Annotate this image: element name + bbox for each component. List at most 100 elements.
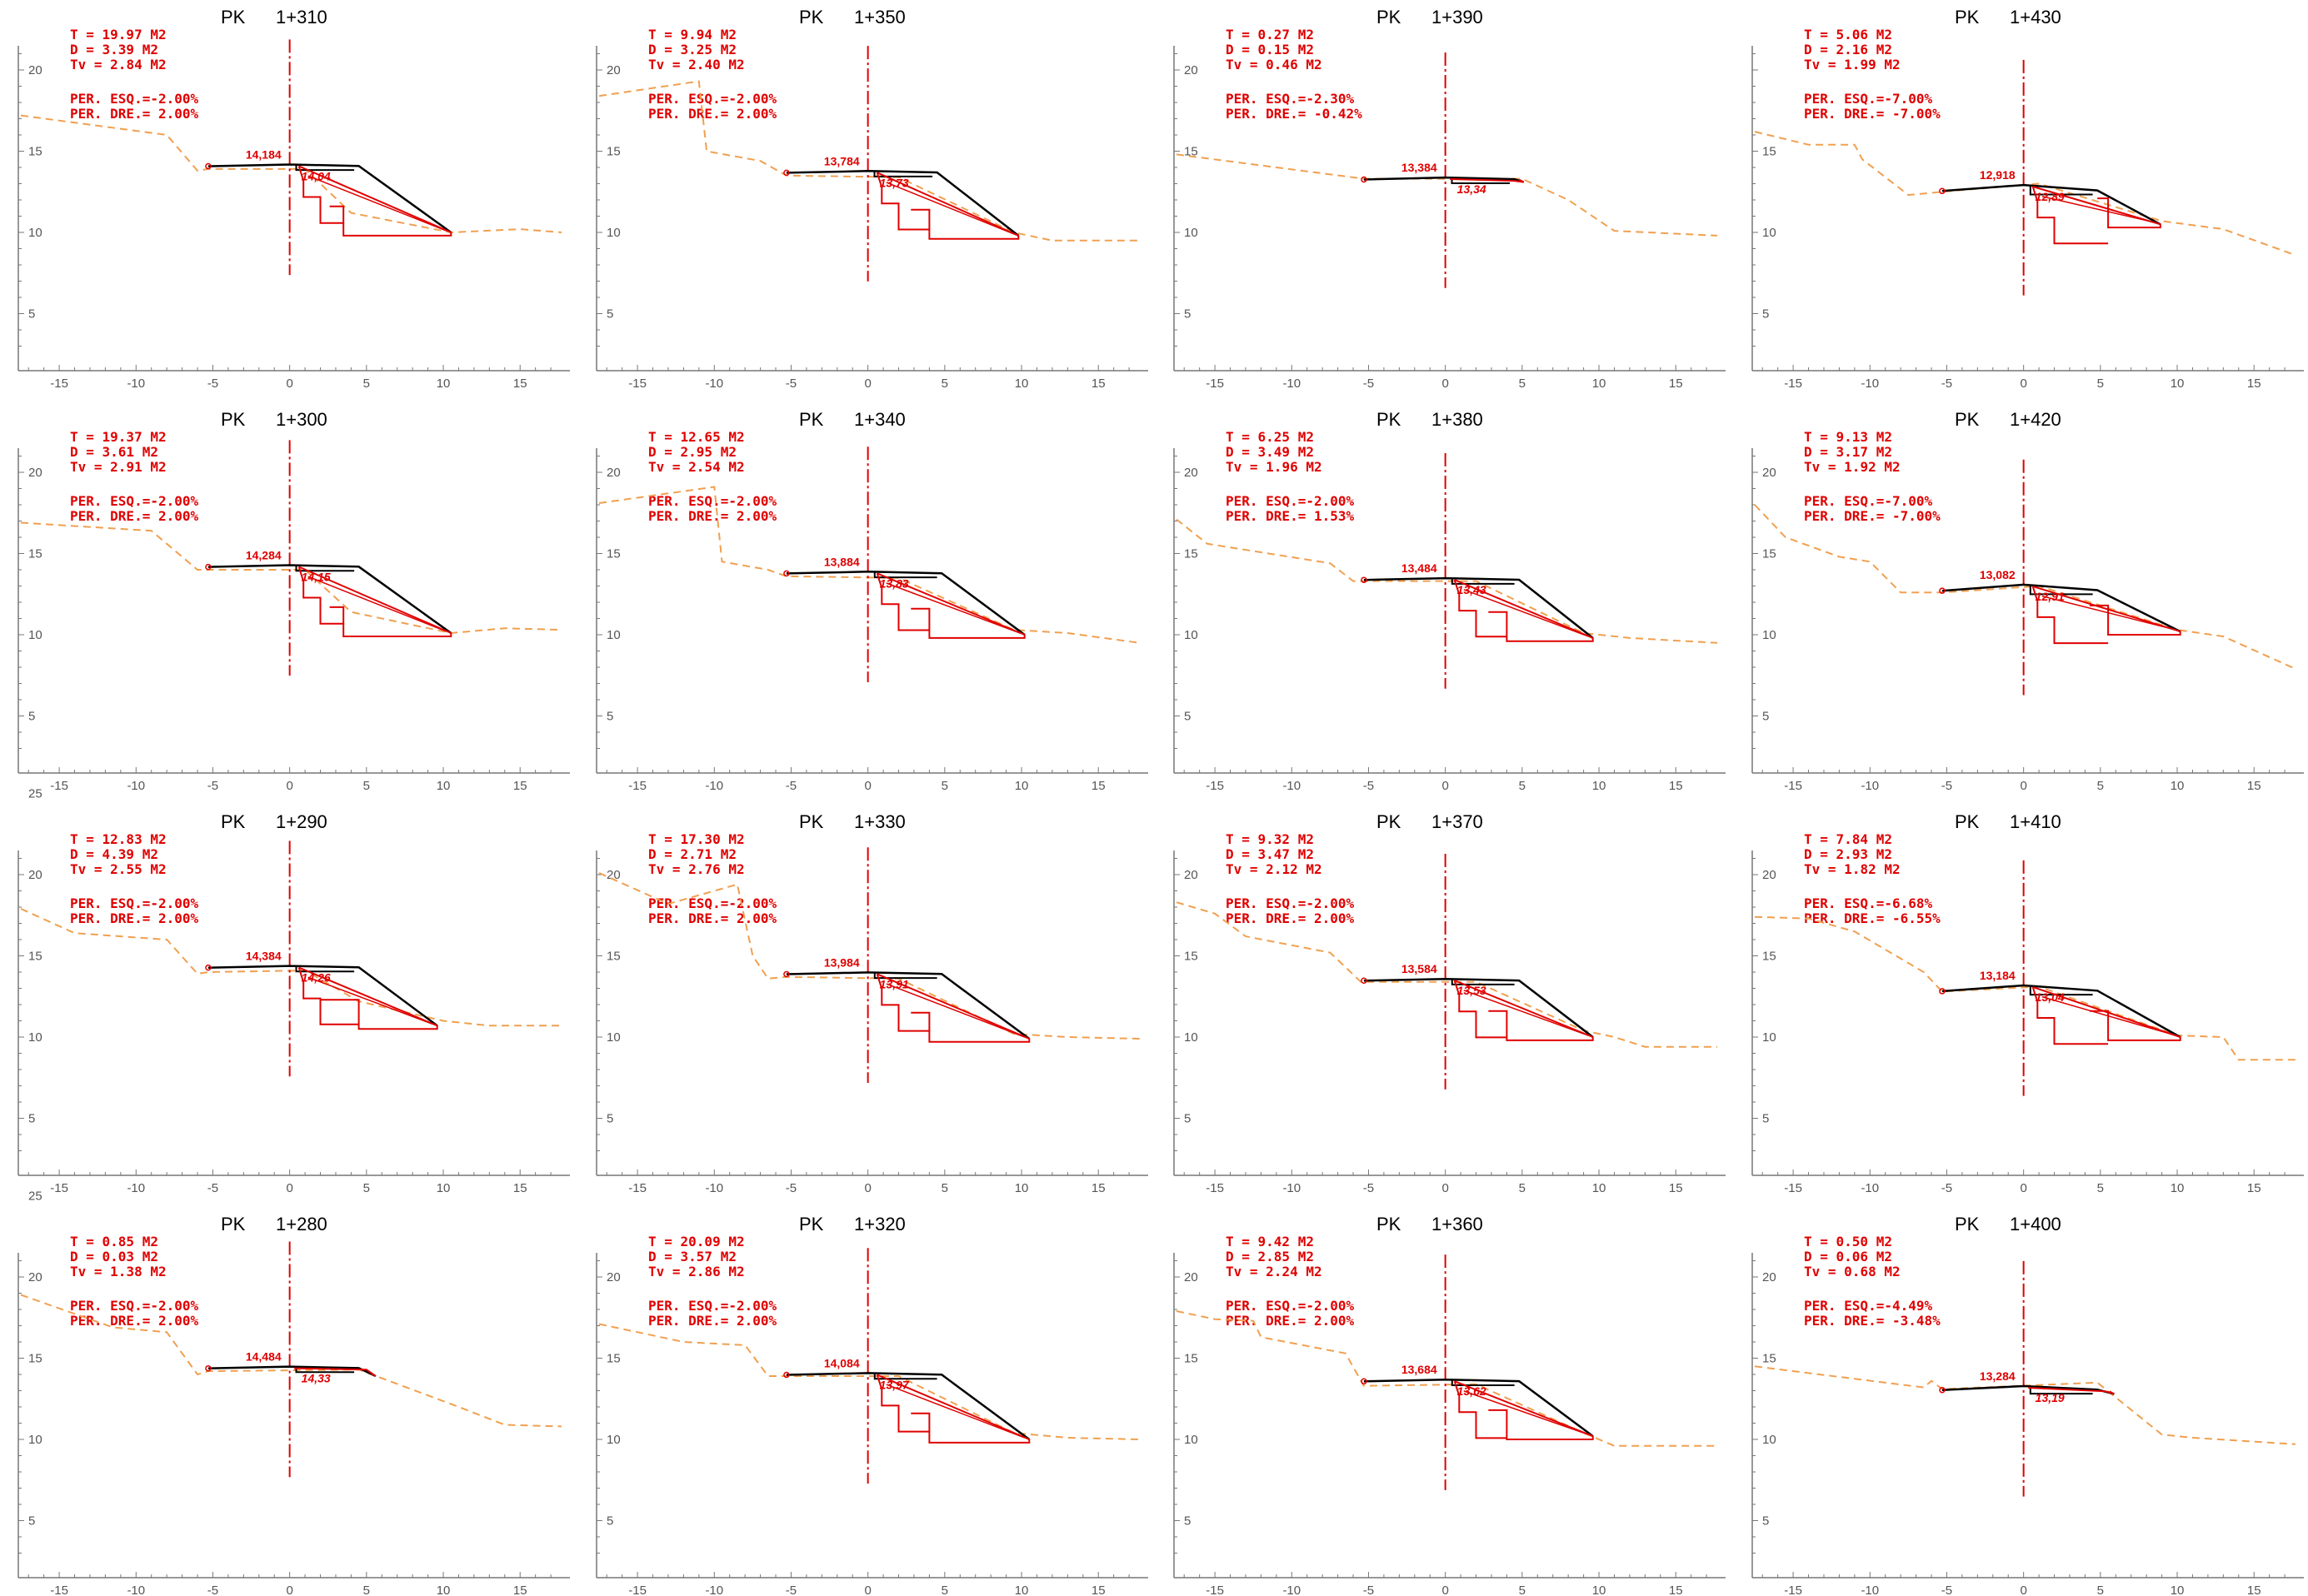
slope-dre-text: PER. DRE.= 2.00% bbox=[648, 508, 777, 524]
left-edge-marker bbox=[205, 1364, 212, 1372]
x-tick-label: 0 bbox=[1441, 1584, 1448, 1596]
y-tick-label: 5 bbox=[1762, 1112, 1769, 1126]
cut-elevation-label: 13,83 bbox=[880, 576, 909, 590]
area-tv-value: 0.68 bbox=[1844, 1264, 1876, 1279]
area-tv-value: 2.55 bbox=[110, 861, 142, 877]
x-tick-label: 15 bbox=[2247, 1181, 2261, 1195]
area-d-value: 2.95 bbox=[681, 444, 713, 460]
y-tick-label: 5 bbox=[1762, 307, 1769, 322]
section-pk-value: 1+320 bbox=[854, 1214, 906, 1234]
left-edge-marker bbox=[783, 1371, 790, 1379]
axis-elevation-label: 13,082 bbox=[1980, 568, 2016, 581]
section-pk-value: 1+310 bbox=[276, 7, 327, 27]
slope-esq-text: PER. ESQ.=-2.00% bbox=[70, 1298, 198, 1314]
x-tick-label: 5 bbox=[363, 1584, 370, 1596]
x-tick-label: -15 bbox=[1206, 1584, 1224, 1596]
y-tick-label: 5 bbox=[28, 1514, 35, 1529]
x-tick-label: -5 bbox=[1941, 1181, 1952, 1195]
x-tick-label: 5 bbox=[942, 1181, 948, 1195]
area-d-text: D = 2.16 M2 bbox=[1804, 42, 1892, 57]
x-tick-label: 5 bbox=[942, 377, 948, 391]
x-tick-label: -10 bbox=[127, 1584, 145, 1596]
x-tick-label: -5 bbox=[207, 377, 218, 391]
area-d-text: D = 4.39 M2 bbox=[70, 846, 158, 862]
slope-dre-text: PER. DRE.= -3.48% bbox=[1804, 1313, 1941, 1329]
y-tick-label: 10 bbox=[1184, 226, 1198, 240]
design-platform-line bbox=[786, 1372, 1031, 1441]
slope-esq-text: PER. ESQ.=-2.00% bbox=[1226, 1298, 1354, 1314]
slope-dre-value: 2.00% bbox=[158, 910, 199, 926]
slope-esq-value: -2.00% bbox=[728, 895, 777, 911]
y-tick-label: 20 bbox=[1762, 1270, 1776, 1284]
x-tick-label: 10 bbox=[1592, 1584, 1606, 1596]
slope-esq-text: PER. ESQ.=-2.00% bbox=[1226, 493, 1354, 509]
subgrade-steps bbox=[297, 166, 344, 224]
x-tick-label: 10 bbox=[437, 779, 451, 793]
x-tick-label: 15 bbox=[1669, 1584, 1683, 1596]
x-tick-label: -10 bbox=[705, 779, 723, 793]
section-pk-label: PK bbox=[1376, 409, 1401, 430]
area-d-text: D = 3.49 M2 bbox=[1226, 444, 1314, 460]
x-tick-label: 5 bbox=[2097, 1181, 2104, 1195]
slope-dre-text: PER. DRE.= -7.00% bbox=[1804, 106, 1941, 122]
design-platform-line bbox=[207, 965, 438, 1027]
slope-esq-text: PER. ESQ.=-2.00% bbox=[648, 493, 777, 509]
x-tick-label: -10 bbox=[1282, 1584, 1301, 1596]
area-t-text: T = 9.42 M2 bbox=[1226, 1234, 1314, 1249]
area-t-text: T = 0.27 M2 bbox=[1226, 27, 1314, 42]
y-tick-label: 15 bbox=[607, 145, 621, 159]
slope-dre-value: 2.00% bbox=[737, 1313, 777, 1329]
area-tv-value: 0.46 bbox=[1266, 57, 1298, 72]
area-tv-text: Tv = 2.54 M2 bbox=[648, 459, 745, 475]
subgrade-steps bbox=[2031, 986, 2109, 1045]
area-t-text: T = 9.13 M2 bbox=[1804, 429, 1892, 445]
slope-esq-value: -2.00% bbox=[150, 1298, 198, 1314]
section-pk-value: 1+350 bbox=[854, 7, 906, 27]
area-t-text: T = 17.30 M2 bbox=[648, 831, 745, 847]
x-tick-label: -10 bbox=[1861, 1181, 1879, 1195]
slope-esq-text: PER. ESQ.=-2.00% bbox=[648, 895, 777, 911]
x-tick-label: -15 bbox=[628, 1181, 647, 1195]
slope-esq-value: -2.00% bbox=[1306, 1298, 1354, 1314]
x-tick-label: 5 bbox=[1519, 1584, 1526, 1596]
y-tick-label: 25 bbox=[28, 1190, 42, 1204]
subgrade-outline bbox=[298, 165, 452, 237]
slope-dre-value: 2.00% bbox=[158, 1313, 199, 1329]
area-tv-value: 2.84 bbox=[110, 57, 142, 72]
x-tick-label: -10 bbox=[1282, 377, 1301, 391]
subgrade-outline bbox=[298, 966, 438, 1030]
section-pk-value: 1+370 bbox=[1431, 811, 1483, 832]
x-tick-label: -5 bbox=[1941, 1584, 1952, 1596]
slope-esq-text: PER. ESQ.=-2.00% bbox=[1226, 895, 1354, 911]
cut-elevation-label: 13,73 bbox=[880, 176, 909, 189]
x-tick-label: 0 bbox=[1441, 1181, 1448, 1195]
cut-elevation-label: 13,34 bbox=[1457, 182, 1486, 196]
slope-dre-text: PER. DRE.= 2.00% bbox=[70, 910, 199, 926]
existing-terrain-line bbox=[1176, 1310, 1717, 1447]
axis-elevation-label: 14,184 bbox=[246, 147, 282, 161]
y-tick-label: 5 bbox=[607, 307, 613, 322]
left-edge-marker bbox=[783, 570, 790, 577]
pavement-layer-line bbox=[1451, 178, 1511, 184]
cut-slope-line bbox=[886, 182, 1015, 235]
area-t-text: T = 12.65 M2 bbox=[648, 429, 745, 445]
slope-dre-value: 2.00% bbox=[737, 508, 777, 524]
slope-esq-value: -7.00% bbox=[1884, 91, 1932, 107]
slope-dre-value: -6.55% bbox=[1892, 910, 1941, 926]
section-pk-label: PK bbox=[221, 409, 246, 430]
y-tick-label: 15 bbox=[1762, 950, 1776, 964]
pavement-layer-line bbox=[2029, 585, 2093, 596]
slope-dre-text: PER. DRE.= 2.00% bbox=[648, 910, 777, 926]
slope-dre-text: PER. DRE.= 2.00% bbox=[648, 1313, 777, 1329]
area-d-value: 3.47 bbox=[1258, 846, 1291, 862]
y-tick-label: 20 bbox=[607, 868, 621, 882]
y-tick-label: 5 bbox=[28, 1112, 35, 1126]
x-tick-label: 0 bbox=[286, 779, 292, 793]
slope-dre-text: PER. DRE.= 2.00% bbox=[1226, 1313, 1355, 1329]
x-tick-label: 5 bbox=[2097, 377, 2104, 391]
design-platform-line bbox=[207, 1365, 377, 1378]
area-tv-value: 2.91 bbox=[110, 459, 142, 475]
